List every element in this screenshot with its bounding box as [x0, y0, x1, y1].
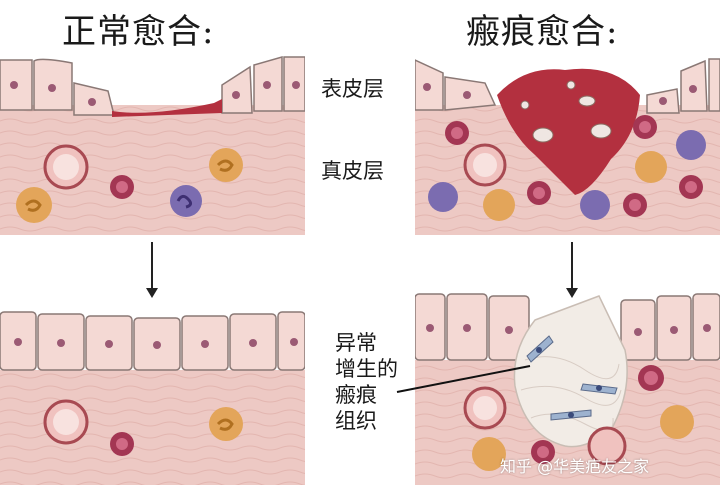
annotation-line-3: 瘢痕 — [335, 383, 377, 407]
down-arrow-right — [566, 242, 578, 298]
annotation-line-4: 组织 — [335, 409, 377, 433]
down-arrow-left — [146, 242, 158, 298]
epidermis-label: 表皮层 — [321, 77, 384, 101]
scar-wound-panel — [415, 58, 720, 235]
normal-healing-title: 正常愈合: — [62, 12, 215, 52]
annotation-line-2: 增生的 — [335, 357, 398, 381]
watermark: 知乎 @华美疤友之家 — [500, 457, 650, 476]
scar-healed-panel — [415, 293, 720, 485]
annotation-line-1: 异常 — [335, 331, 377, 355]
normal-healed-panel — [0, 311, 305, 485]
scar-healing-title: 瘢痕愈合: — [466, 12, 619, 52]
normal-wound-panel — [0, 56, 305, 235]
dermis-label: 真皮层 — [321, 159, 384, 183]
abnormal-scar-tissue-label: 异常 增生的 瘢痕 组织 — [335, 330, 401, 434]
annotation-pointer — [396, 365, 531, 393]
